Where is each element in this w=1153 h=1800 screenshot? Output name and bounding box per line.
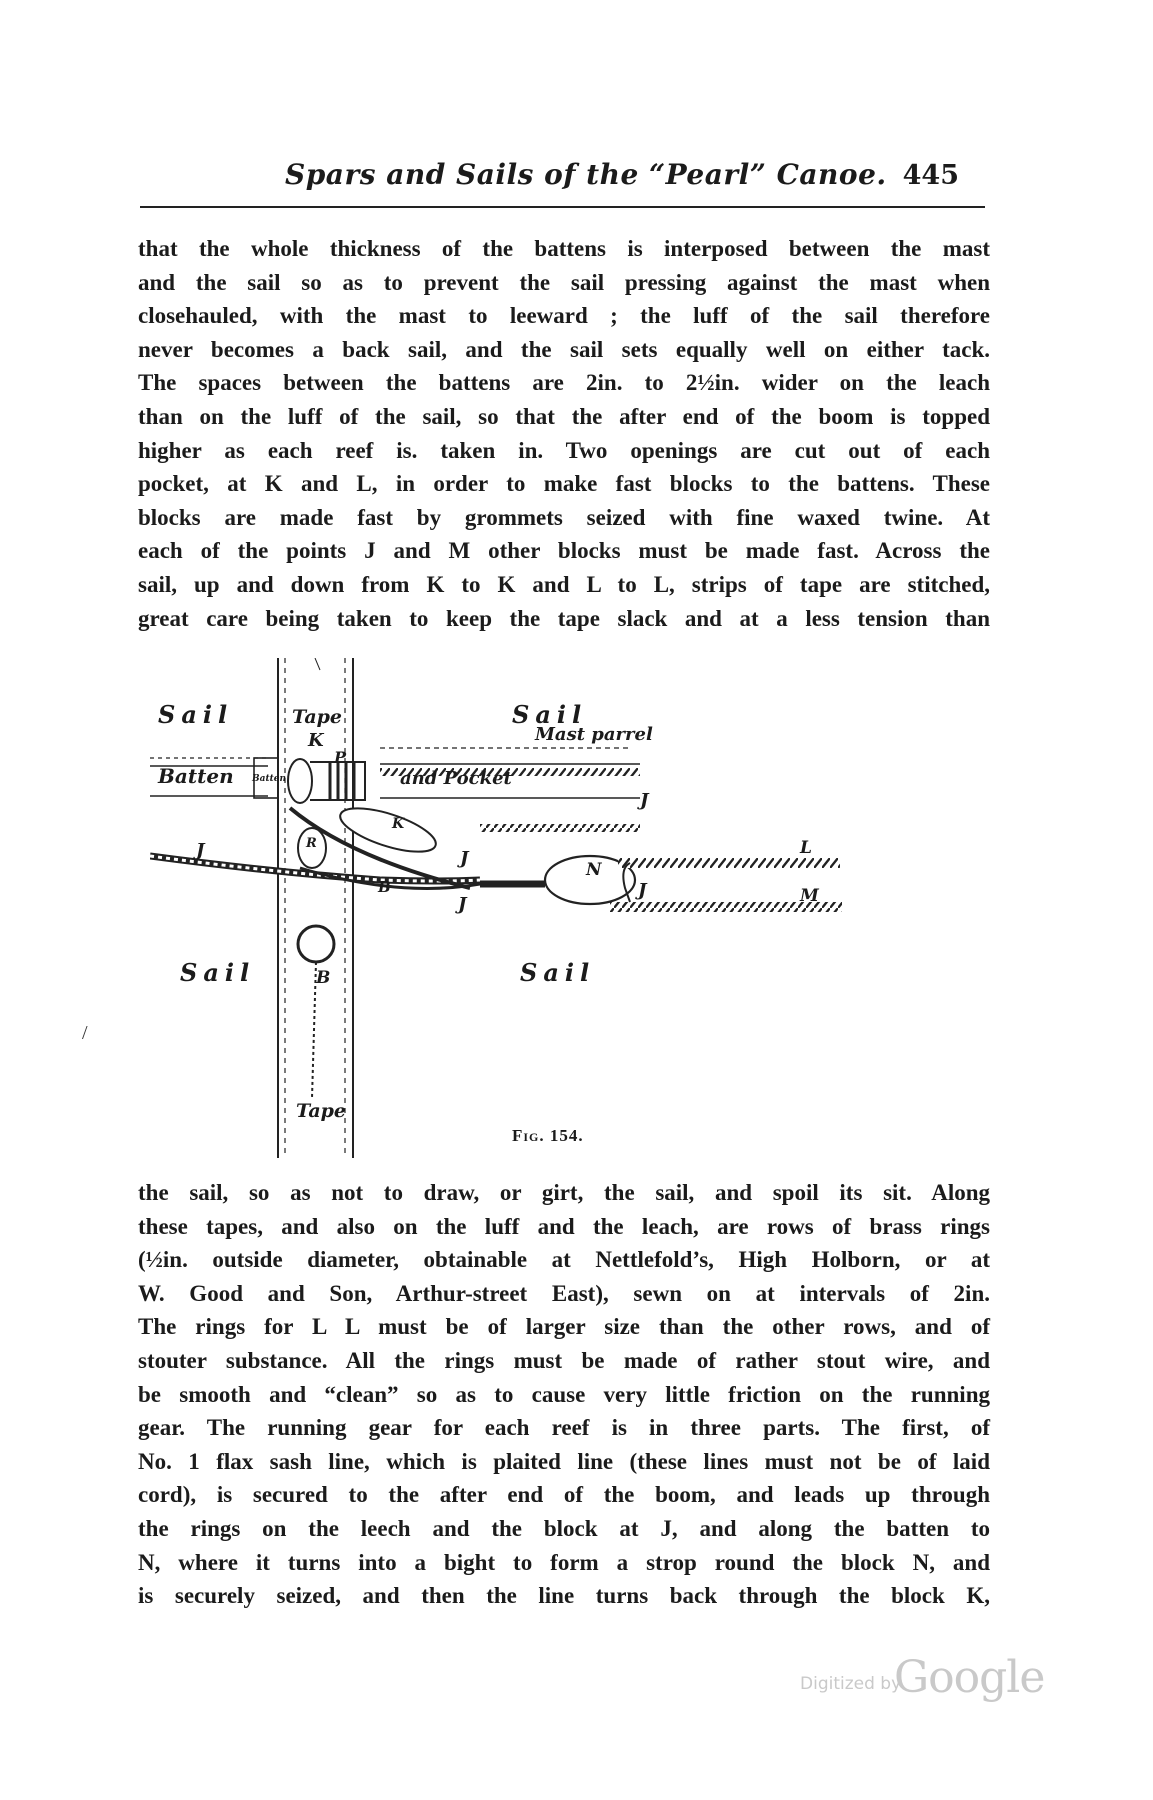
text-line: be smooth and “clean” so as to cause ver…: [138, 1381, 990, 1407]
text-line: N, where it turns into a bight to form a…: [138, 1549, 990, 1575]
rigging-diagram: [150, 658, 842, 1158]
text-line: the rings on the leech and the block at …: [138, 1515, 990, 1541]
rope-m: [610, 902, 842, 912]
label-mast-parrel: Mast parrel: [535, 724, 653, 745]
label-batten: Batten: [158, 764, 234, 788]
label-j: J: [458, 894, 467, 915]
paragraph-2: the sail, so as not to draw, or girt, th…: [138, 1176, 990, 1613]
block-n: [543, 854, 637, 906]
text-line: The rings for L L must be of larger size…: [138, 1314, 990, 1340]
label-j: J: [196, 840, 205, 861]
text-line: these tapes, and also on the luff and th…: [138, 1213, 990, 1239]
label-k: K: [308, 730, 324, 751]
figure-154: Sail Sail Sail Sail Tape Tape K P Mast p…: [150, 658, 980, 1168]
label-and-pocket: and Pocket: [400, 768, 512, 789]
text-line: blocks are made fast by grommets seized …: [138, 504, 990, 530]
text-line: stouter substance. All the rings must be…: [138, 1347, 990, 1373]
text-line: is securely seized, and then the line tu…: [138, 1583, 990, 1609]
ring-b: [296, 924, 336, 964]
label-b: B: [316, 968, 331, 988]
paragraph-1: that the whole thickness of the battens …: [138, 232, 990, 635]
label-r: R: [306, 836, 317, 851]
page-header: Spars and Sails of the “Pearl” Canoe. 44…: [140, 158, 985, 208]
text-line: the sail, so as not to draw, or girt, th…: [138, 1180, 990, 1205]
text-line: that the whole thickness of the battens …: [138, 236, 990, 261]
label-sail-top-right: Sail: [512, 700, 588, 729]
text-line: No. 1 flax sash line, which is plaited l…: [138, 1448, 990, 1474]
text-line: than on the luff of the sail, so that th…: [138, 403, 990, 429]
google-logo: Google: [894, 1652, 1045, 1703]
label-j: J: [460, 848, 469, 869]
label-p: P: [334, 748, 347, 767]
text-line: sail, up and down from K to K and L to L…: [138, 571, 990, 597]
text-line: gear. The running gear for each reef is …: [138, 1415, 990, 1441]
running-title: Spars and Sails of the “Pearl” Canoe.: [285, 158, 887, 191]
label-b: B: [378, 878, 391, 896]
label-k-block: K: [392, 816, 405, 832]
figure-caption: Fig. 154.: [512, 1126, 584, 1145]
label-batten-small: Batten: [252, 774, 287, 784]
block-k: [339, 807, 437, 853]
text-line: (½in. outside diameter, obtainable at Ne…: [138, 1247, 990, 1273]
label-l: L: [800, 838, 812, 858]
text-line: cord), is secured to the after end of th…: [138, 1482, 990, 1508]
text-line: each of the points J and M other blocks …: [138, 538, 990, 564]
stray-ink-mark: /: [82, 1022, 88, 1044]
text-line: and the sail so as to prevent the sail p…: [138, 269, 990, 295]
digitized-watermark: Digitized by Google: [800, 1652, 1060, 1708]
label-tape-bottom: Tape: [296, 1100, 347, 1122]
label-tape-top: Tape: [292, 706, 343, 728]
label-sail-bottom-right: Sail: [520, 958, 596, 987]
label-m: M: [800, 886, 819, 906]
watermark-prefix: Digitized by: [800, 1674, 902, 1694]
text-line: W. Good and Son, Arthur-street East), se…: [138, 1280, 990, 1306]
tape-strip: [277, 658, 354, 1158]
label-j: J: [640, 790, 649, 811]
label-sail-top-left: Sail: [158, 700, 234, 729]
text-line: closehauled, with the mast to leeward ; …: [138, 303, 990, 329]
label-sail-bottom-left: Sail: [180, 958, 256, 987]
rope-l: [618, 858, 840, 868]
text-line: pocket, at K and L, in order to make fas…: [138, 471, 990, 497]
text-line: never becomes a back sail, and the sail …: [138, 336, 990, 362]
page-number: 445: [902, 160, 959, 191]
text-line: The spaces between the battens are 2in. …: [138, 370, 990, 396]
batten: [150, 747, 640, 832]
text-line: great care being taken to keep the tape …: [138, 605, 990, 631]
text-line: higher as each reef is. taken in. Two op…: [138, 437, 990, 463]
label-j: J: [638, 880, 647, 901]
label-n: N: [586, 860, 602, 880]
block-r: [297, 827, 327, 869]
